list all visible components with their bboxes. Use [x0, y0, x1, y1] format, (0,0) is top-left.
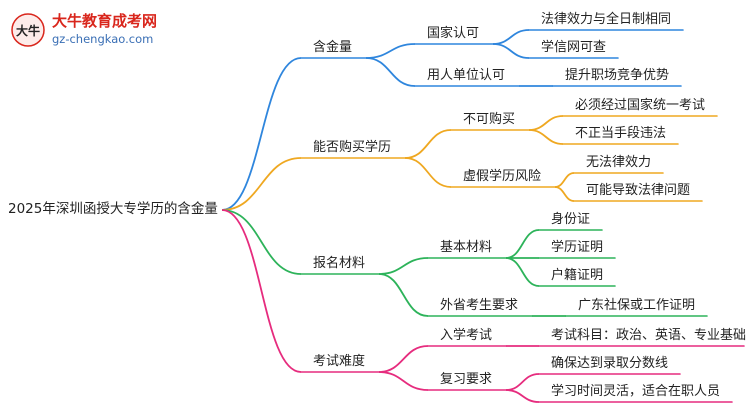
connector-1-0-1	[528, 129, 564, 145]
connector-root-2	[221, 209, 302, 275]
mindmap-root: 2025年深圳函授大专学历的含金量	[8, 201, 218, 217]
leaf-exam-subjects: 考试科目：政治、英语、专业基础	[551, 328, 747, 343]
node-employer-recognition: 用人单位认可	[427, 68, 506, 83]
connector-0-0-0	[492, 29, 530, 45]
connector-0-1	[365, 57, 416, 87]
node-out-of-province: 外省考生要求	[440, 298, 519, 313]
connector-3-1-1	[505, 389, 540, 403]
connector-2-1	[378, 273, 429, 317]
connector-0-0	[365, 43, 416, 59]
connector-root-3	[221, 209, 302, 373]
node-not-purchasable: 不可购买	[463, 112, 516, 127]
node-fake-diploma-risk: 虚假学历风险	[463, 169, 542, 184]
connector-root-0	[221, 57, 302, 211]
connector-2-0	[378, 257, 429, 275]
leaf-legal-issues: 可能导致法律问题	[586, 183, 691, 198]
leaf-id-card: 身份证	[551, 212, 591, 227]
node-basic-materials: 基本材料	[440, 240, 493, 255]
branch-purchase: 能否购买学历	[313, 140, 392, 155]
node-review-requirements: 复习要求	[440, 372, 493, 387]
connector-3-0	[378, 345, 429, 373]
leaf-chsi-verifiable: 学信网可查	[541, 40, 607, 55]
connector-2-0-0	[505, 229, 540, 259]
connector-1-1-0	[554, 172, 575, 188]
connector-1-0-0	[528, 115, 564, 131]
branch-materials: 报名材料	[313, 256, 366, 271]
logo-mark-icon: 大牛	[11, 13, 45, 47]
logo-mark-text: 大牛	[16, 23, 40, 38]
connector-0-0-1	[492, 43, 530, 59]
connector-3-1	[378, 371, 429, 391]
node-national-recognition: 国家认可	[427, 26, 480, 41]
connector-1-1-1	[554, 186, 575, 202]
leaf-admission-score: 确保达到录取分数线	[551, 356, 669, 371]
node-entrance-exam: 入学考试	[440, 328, 493, 343]
site-logo[interactable]: 大牛 大牛教育成考网 gz-chengkao.com	[10, 10, 220, 52]
leaf-legal-effect: 法律效力与全日制相同	[541, 12, 672, 27]
connector-3-1-0	[505, 373, 540, 391]
leaf-no-legal-effect: 无法律效力	[586, 155, 652, 170]
connector-2-0-2	[505, 257, 540, 287]
leaf-social-security: 广东社保或工作证明	[578, 298, 696, 313]
leaf-career-advantage: 提升职场竞争优势	[565, 68, 670, 83]
branch-difficulty: 考试难度	[313, 354, 366, 369]
leaf-flexible-study: 学习时间灵活，适合在职人员	[551, 384, 721, 399]
leaf-unified-exam: 必须经过国家统一考试	[575, 98, 706, 113]
branch-value: 含金量	[313, 40, 353, 55]
leaf-education-proof: 学历证明	[551, 240, 604, 255]
leaf-household-proof: 户籍证明	[551, 268, 604, 283]
connector-1-1	[404, 157, 452, 188]
connector-root-1	[221, 157, 302, 211]
logo-title: 大牛教育成考网	[52, 12, 158, 30]
logo-url: gz-chengkao.com	[52, 32, 154, 46]
connector-1-0	[404, 129, 452, 159]
leaf-illegal-means: 不正当手段违法	[575, 126, 667, 141]
